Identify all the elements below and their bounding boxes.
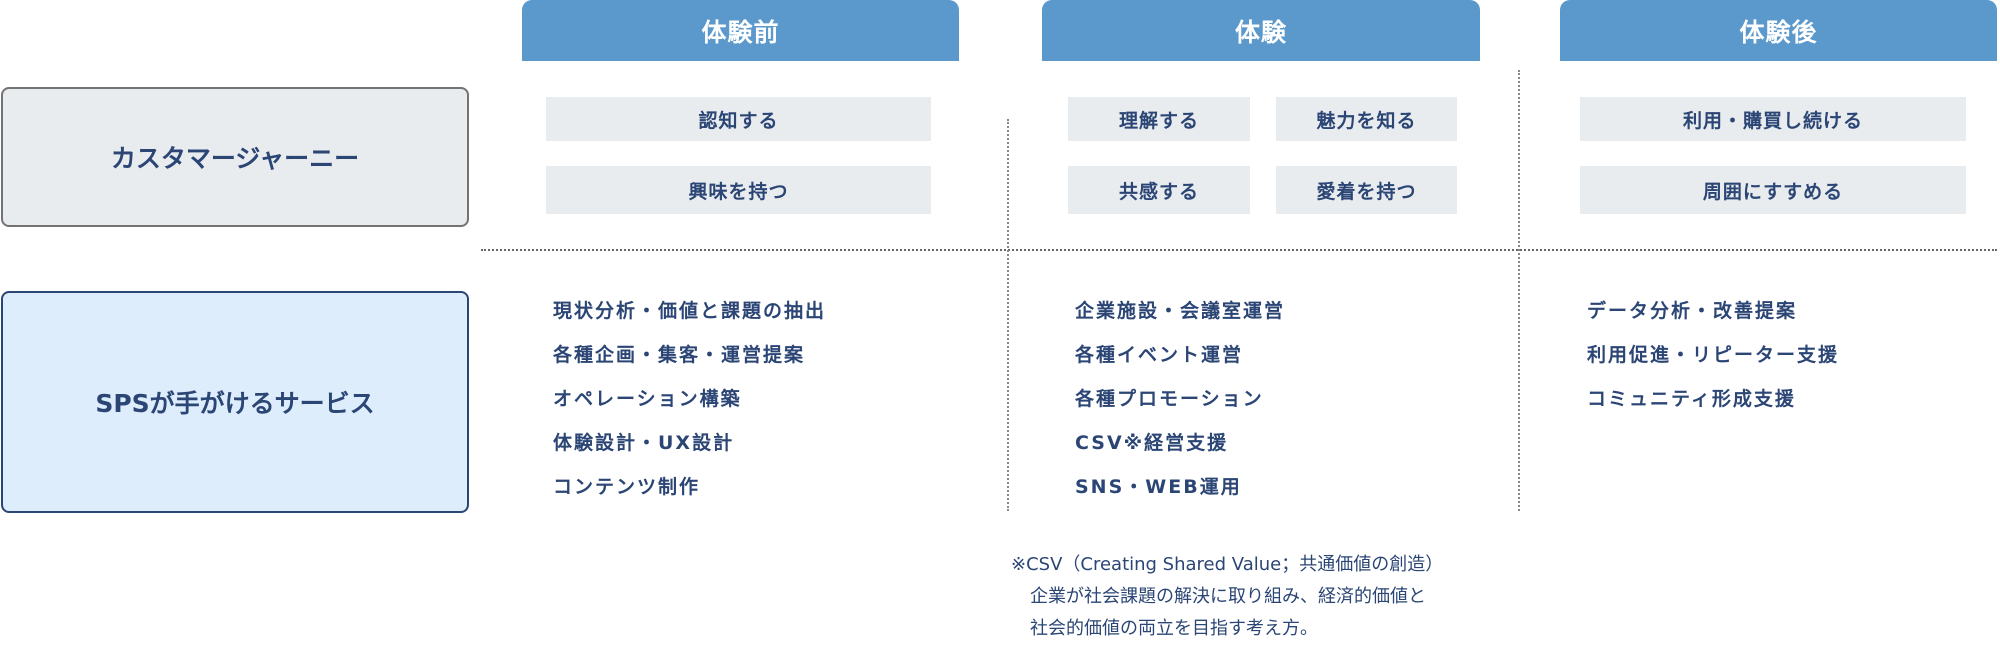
service-item: 各種プロモーション xyxy=(1075,388,1264,410)
service-item: オペレーション構築 xyxy=(553,388,742,410)
journey-step: 周囲にすすめる xyxy=(1580,166,1966,214)
journey-step: 共感する xyxy=(1068,166,1250,214)
journey-step: 興味を持つ xyxy=(546,166,931,214)
services-list-after: データ分析・改善提案 利用促進・リピーター支援 コミュニティ形成支援 xyxy=(1587,296,1839,428)
footnote-line: ※CSV（Creating Shared Value；共通価値の創造） xyxy=(1011,554,1444,575)
service-item: 体験設計・UX設計 xyxy=(553,432,735,454)
journey-step: 魅力を知る xyxy=(1276,97,1457,141)
service-item: 各種イベント運営 xyxy=(1075,344,1244,366)
service-item: 企業施設・会議室運営 xyxy=(1075,300,1286,322)
row-divider xyxy=(481,249,1997,251)
service-item: 現状分析・価値と課題の抽出 xyxy=(553,300,827,322)
services-list-before: 現状分析・価値と課題の抽出 各種企画・集客・運営提案 オペレーション構築 体験設… xyxy=(553,296,826,516)
footnote-line: 企業が社会課題の解決に取り組み、経済的価値と xyxy=(1030,586,1426,607)
row-label-services: SPSが手がけるサービス xyxy=(1,291,469,513)
journey-step: 理解する xyxy=(1068,97,1250,141)
journey-step: 愛着を持つ xyxy=(1276,166,1457,214)
phase-header-after: 体験後 xyxy=(1560,0,1997,61)
phase-header-during: 体験 xyxy=(1042,0,1480,61)
journey-step: 認知する xyxy=(546,97,931,141)
service-item: SNS・WEB運用 xyxy=(1075,476,1242,498)
services-list-during: 企業施設・会議室運営 各種イベント運営 各種プロモーション CSV※経営支援 S… xyxy=(1075,296,1285,516)
service-item: コミュニティ形成支援 xyxy=(1587,388,1796,410)
column-divider xyxy=(1007,119,1009,511)
service-item: 利用促進・リピーター支援 xyxy=(1587,344,1840,366)
row-label-customer-journey: カスタマージャーニー xyxy=(1,87,469,227)
column-divider xyxy=(1518,70,1520,511)
journey-step: 利用・購買し続ける xyxy=(1580,97,1966,141)
service-item: CSV※経営支援 xyxy=(1075,432,1229,454)
service-item: データ分析・改善提案 xyxy=(1587,300,1798,322)
service-item: コンテンツ制作 xyxy=(553,476,701,498)
csv-footnote: ※CSV（Creating Shared Value；共通価値の創造） 企業が社… xyxy=(1011,549,1443,645)
footnote-line: 社会的価値の両立を目指す考え方。 xyxy=(1030,618,1318,639)
service-item: 各種企画・集客・運営提案 xyxy=(553,344,806,366)
phase-header-before: 体験前 xyxy=(522,0,959,61)
